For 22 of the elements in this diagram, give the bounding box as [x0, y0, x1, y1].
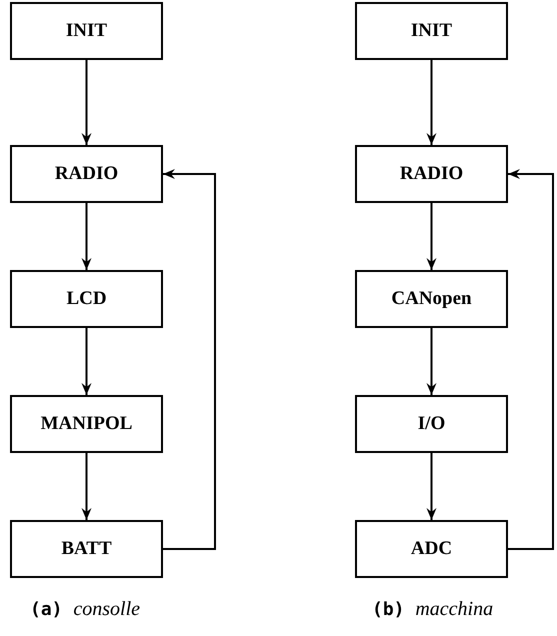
subfigure-caption: (a) consolle — [30, 598, 140, 621]
arrow — [426, 60, 436, 145]
process-box: CANopen — [355, 270, 508, 328]
process-box: INIT — [355, 2, 508, 60]
process-box: BATT — [10, 520, 163, 578]
process-box: I/O — [355, 395, 508, 453]
arrow — [508, 169, 554, 550]
arrow — [82, 453, 92, 520]
arrow — [82, 328, 92, 395]
arrow — [82, 203, 92, 270]
arrow — [82, 60, 92, 145]
arrow — [163, 169, 216, 550]
process-box: RADIO — [10, 145, 163, 203]
process-box: INIT — [10, 2, 163, 60]
arrow — [426, 203, 436, 270]
arrow — [426, 453, 436, 520]
process-box: LCD — [10, 270, 163, 328]
process-box: MANIPOL — [10, 395, 163, 453]
arrow — [426, 328, 436, 395]
subfigure-caption: (b) macchina — [372, 598, 494, 621]
process-box: RADIO — [355, 145, 508, 203]
process-box: ADC — [355, 520, 508, 578]
